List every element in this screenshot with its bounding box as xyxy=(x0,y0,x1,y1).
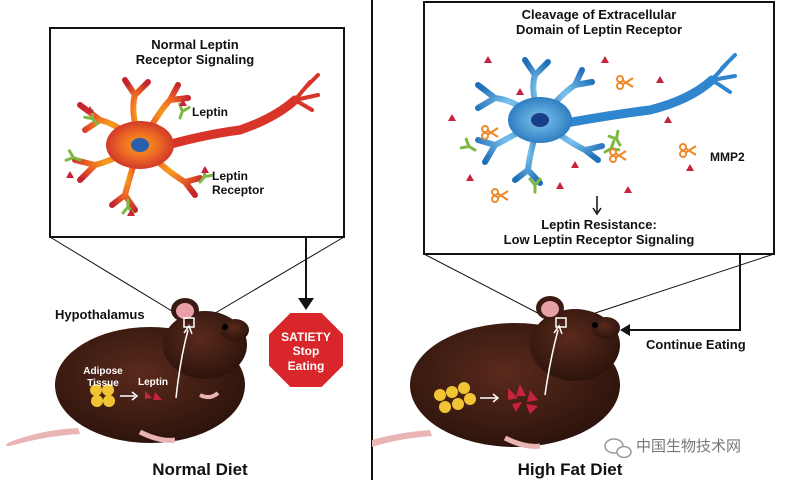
normal-box-title: Normal Leptin Receptor Signaling xyxy=(110,37,280,68)
normal-diet-caption: Normal Diet xyxy=(152,460,248,479)
leptin-receptor-label: Leptin Receptor xyxy=(212,169,265,198)
normal-box-title-line1: Normal Leptin xyxy=(151,37,239,52)
normal-box-title-line2: Receptor Signaling xyxy=(135,51,255,67)
cleavage-title-line1: Cleavage of Extracellular xyxy=(521,7,677,22)
stop-line1: SATIETY xyxy=(281,330,331,344)
receptor-label-line1: Leptin xyxy=(212,169,248,183)
mouse-high-fat xyxy=(372,296,620,449)
leptin-label: Leptin xyxy=(192,105,228,119)
hypothalamus-label: Hypothalamus xyxy=(55,307,145,322)
stop-line3: Eating xyxy=(287,358,325,373)
leptin-resistance-text: Leptin Resistance: Low Leptin Receptor S… xyxy=(460,217,738,248)
adipose-line1: Adipose xyxy=(83,366,123,377)
resistant-neuron xyxy=(475,53,737,186)
stop-sign-text: SATIETY Stop Eating xyxy=(268,330,344,373)
resistance-line2: Low Leptin Receptor Signaling xyxy=(503,231,695,247)
stop-sign xyxy=(267,311,345,389)
cleavage-box-title: Cleavage of Extracellular Domain of Lept… xyxy=(450,7,748,38)
right-panel xyxy=(372,1,775,459)
mmp2-label: MMP2 xyxy=(710,150,745,164)
stop-line2: Stop xyxy=(292,344,320,359)
high-fat-diet-caption: High Fat Diet xyxy=(517,460,623,479)
cleavage-title-line2: Domain of Leptin Receptor xyxy=(515,21,683,37)
left-panel xyxy=(6,27,345,446)
resistance-line1: Leptin Resistance: xyxy=(541,217,657,232)
receptor-label-line2: Receptor xyxy=(212,182,265,197)
continue-arrow xyxy=(625,254,741,331)
watermark-text: 中国生物技术网 xyxy=(636,437,742,455)
continue-eating-label: Continue Eating xyxy=(646,337,746,352)
body-leptin-label: Leptin xyxy=(138,377,168,388)
wechat-icon xyxy=(604,438,632,459)
adipose-tissue-label: Adipose Tissue xyxy=(80,366,126,389)
normal-signaling-box xyxy=(49,27,345,238)
normal-neuron xyxy=(64,73,320,216)
mouse-normal xyxy=(6,298,249,446)
adipose-line2: Tissue xyxy=(87,377,119,389)
